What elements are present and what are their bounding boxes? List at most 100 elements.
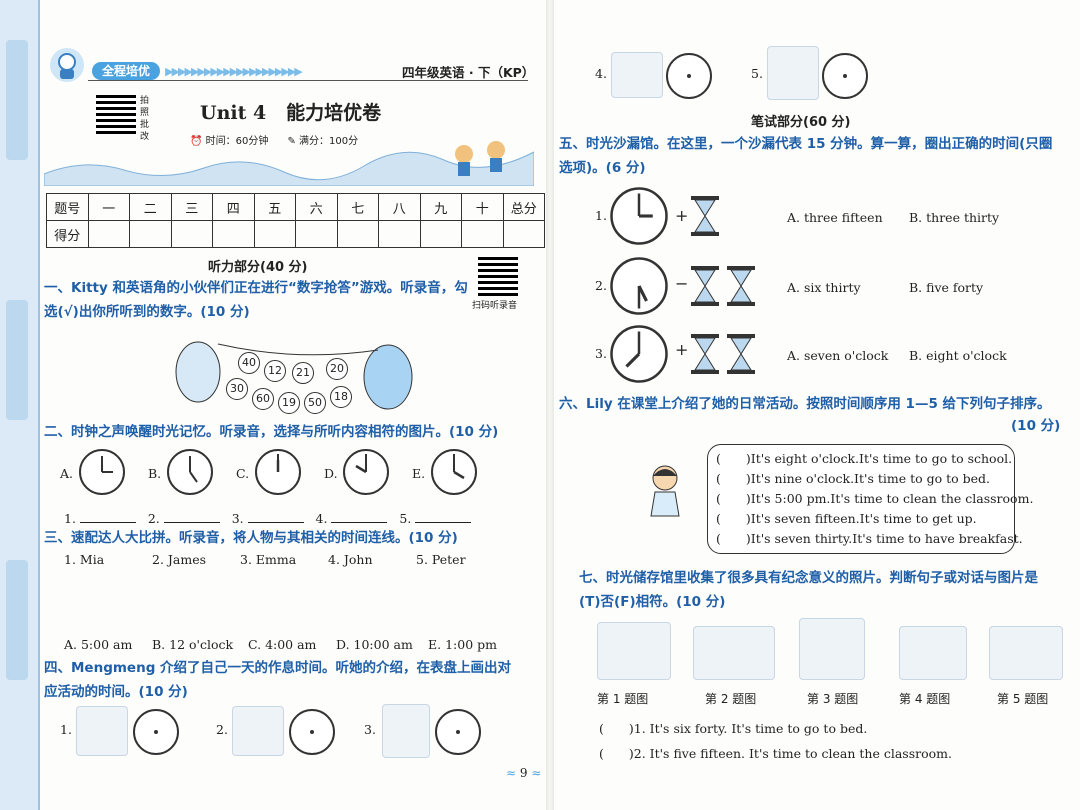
meta-score: 满分：100分 [299, 136, 359, 147]
page-number: 9 [519, 766, 528, 780]
q6-sentence[interactable]: ( )It's seven thirty.It's time to have b… [716, 531, 1023, 546]
q6-sentence[interactable]: ( )It's 5:00 pm.It's time to clean the c… [716, 491, 1034, 506]
q5-option-a[interactable]: A. three fifteen [787, 210, 883, 225]
q2-option: C. [236, 466, 250, 481]
q5-row-num: 2. [595, 278, 607, 293]
q7-sentence[interactable]: ( )2. It's five fifteen. It's time to cl… [599, 746, 952, 761]
spine-tab [6, 560, 28, 680]
answer-blank[interactable] [247, 510, 304, 523]
hourglass-icon [727, 334, 755, 374]
clock-icon[interactable] [254, 448, 302, 496]
answer-blank[interactable] [331, 510, 388, 523]
score-input-cell[interactable] [212, 220, 255, 248]
q4-row: 1. 2. 3. [60, 704, 530, 760]
q4-item-label: 4. [595, 66, 607, 81]
q5-option-b[interactable]: B. eight o'clock [909, 348, 1007, 363]
score-input-cell[interactable] [419, 220, 462, 248]
score-cell: 九 [419, 193, 462, 221]
q3-name[interactable]: 1. Mia [64, 552, 105, 567]
header-landscape [43, 140, 535, 187]
q3-time[interactable]: B. 12 o'clock [152, 637, 234, 652]
score-input-cell[interactable] [378, 220, 421, 248]
clock-icon[interactable] [166, 448, 214, 496]
blank-clock-icon[interactable] [434, 708, 482, 756]
listening-qr-code[interactable] [478, 256, 518, 296]
q3-time[interactable]: D. 10:00 am [336, 637, 413, 652]
score-input-cell[interactable] [295, 220, 338, 248]
number-balloon[interactable]: 40 [238, 352, 260, 374]
score-input-cell[interactable] [253, 220, 296, 248]
answer-blank[interactable] [415, 510, 472, 523]
left-page: 全程培优 ▶▶▶▶▶▶▶▶▶▶▶▶▶▶▶▶▶▶▶▶▶ 四年级英语 · 下（KP）… [40, 0, 545, 810]
q1-text: 一、Kitty 和英语角的小伙伴们正在进行“数字抢答”游戏。听录音，勾选(√)出… [44, 280, 468, 320]
blank-clock-icon[interactable] [132, 708, 180, 756]
number-balloon[interactable]: 19 [278, 392, 300, 414]
clock-icon[interactable] [430, 448, 478, 496]
score-input-cell[interactable] [170, 220, 213, 248]
q2-text: 二、时钟之声唤醒时光记忆。听录音，选择与所听内容相符的图片。(10 分) [44, 424, 499, 440]
q5-operator: − [675, 274, 689, 293]
q3-time[interactable]: A. 5:00 am [64, 637, 133, 652]
number-balloon[interactable]: 21 [292, 362, 314, 384]
score-cell: 十 [461, 193, 504, 221]
q2-option: A. [60, 466, 74, 481]
pen-icon: ✎ [287, 136, 296, 147]
q3-name[interactable]: 2. James [152, 552, 207, 567]
number-balloon[interactable]: 20 [326, 358, 348, 380]
grading-qr-code[interactable] [96, 94, 136, 134]
number-balloon[interactable]: 30 [226, 378, 248, 400]
clock-small-icon: ⏰ [190, 136, 203, 147]
number-balloon[interactable]: 60 [252, 388, 274, 410]
score-cell: 总分 [502, 193, 545, 221]
score-cell: 六 [295, 193, 338, 221]
score-input-cell[interactable] [336, 220, 379, 248]
q4-item-label: 5. [751, 66, 763, 81]
score-input-cell[interactable] [129, 220, 172, 248]
score-input-cell[interactable] [87, 220, 130, 248]
score-table-row: 得分 [46, 220, 545, 248]
score-input-cell[interactable] [461, 220, 504, 248]
blank-clock-icon[interactable] [288, 708, 336, 756]
clock-icon[interactable] [342, 448, 390, 496]
photo-scene-icon [693, 626, 775, 680]
unit-name: 能力培优卷 [286, 102, 382, 124]
q3-time[interactable]: E. 1:00 pm [428, 637, 497, 652]
q2-option: E. [412, 466, 426, 481]
q6-sentence[interactable]: ( )It's eight o'clock.It's time to go to… [716, 451, 1013, 466]
score-table: 题号 一 二 三 四 五 六 七 八 九 十 总分 得分 [46, 193, 545, 248]
q5-option-b[interactable]: B. five forty [909, 280, 984, 295]
lily-girl-icon [645, 462, 685, 518]
qr-listen-label: 扫码听录音 [472, 301, 518, 311]
q7-sentence[interactable]: ( )1. It's six forty. It's time to go to… [599, 721, 868, 736]
q5-option-b[interactable]: B. three thirty [909, 210, 1000, 225]
q2-clock-row: A. B. C. D. E. [60, 446, 520, 504]
spine-tab [6, 300, 28, 420]
q3-name[interactable]: 4. John [328, 552, 373, 567]
number-balloon[interactable]: 50 [304, 392, 326, 414]
score-cell: 七 [336, 193, 379, 221]
q2-option: B. [148, 466, 162, 481]
q3-time[interactable]: C. 4:00 am [248, 637, 317, 652]
score-input-cell[interactable] [502, 220, 545, 248]
right-page: 4. 5. 笔试部分(60 分) 五、时光沙漏馆。在这里，一个沙漏代表 15 分… [555, 0, 1075, 810]
answer-blank[interactable] [163, 510, 220, 523]
q5-operator: + [675, 206, 689, 225]
q2-blank-label: 1. [64, 511, 76, 526]
q6-score: (10 分) [1011, 418, 1061, 434]
number-balloon[interactable]: 12 [264, 360, 286, 382]
clock-icon[interactable] [78, 448, 126, 496]
q3-name[interactable]: 3. Emma [240, 552, 297, 567]
astronaut-icon [50, 48, 84, 82]
number-balloon[interactable]: 18 [330, 386, 352, 408]
q5-option-a[interactable]: A. six thirty [787, 280, 861, 295]
blank-clock-icon[interactable] [665, 52, 713, 100]
bath-scene-icon [611, 52, 663, 98]
q3-name[interactable]: 5. Peter [416, 552, 466, 567]
q6-sentence[interactable]: ( )It's nine o'clock.It's time to go to … [716, 471, 990, 486]
q6-sentence[interactable]: ( )It's seven fifteen.It's time to get u… [716, 511, 977, 526]
picture-caption: 第 5 题图 [997, 692, 1049, 706]
answer-blank[interactable] [79, 510, 136, 523]
q5-option-a[interactable]: A. seven o'clock [787, 348, 889, 363]
q4-item-label: 2. [216, 722, 228, 737]
blank-clock-icon[interactable] [821, 52, 869, 100]
